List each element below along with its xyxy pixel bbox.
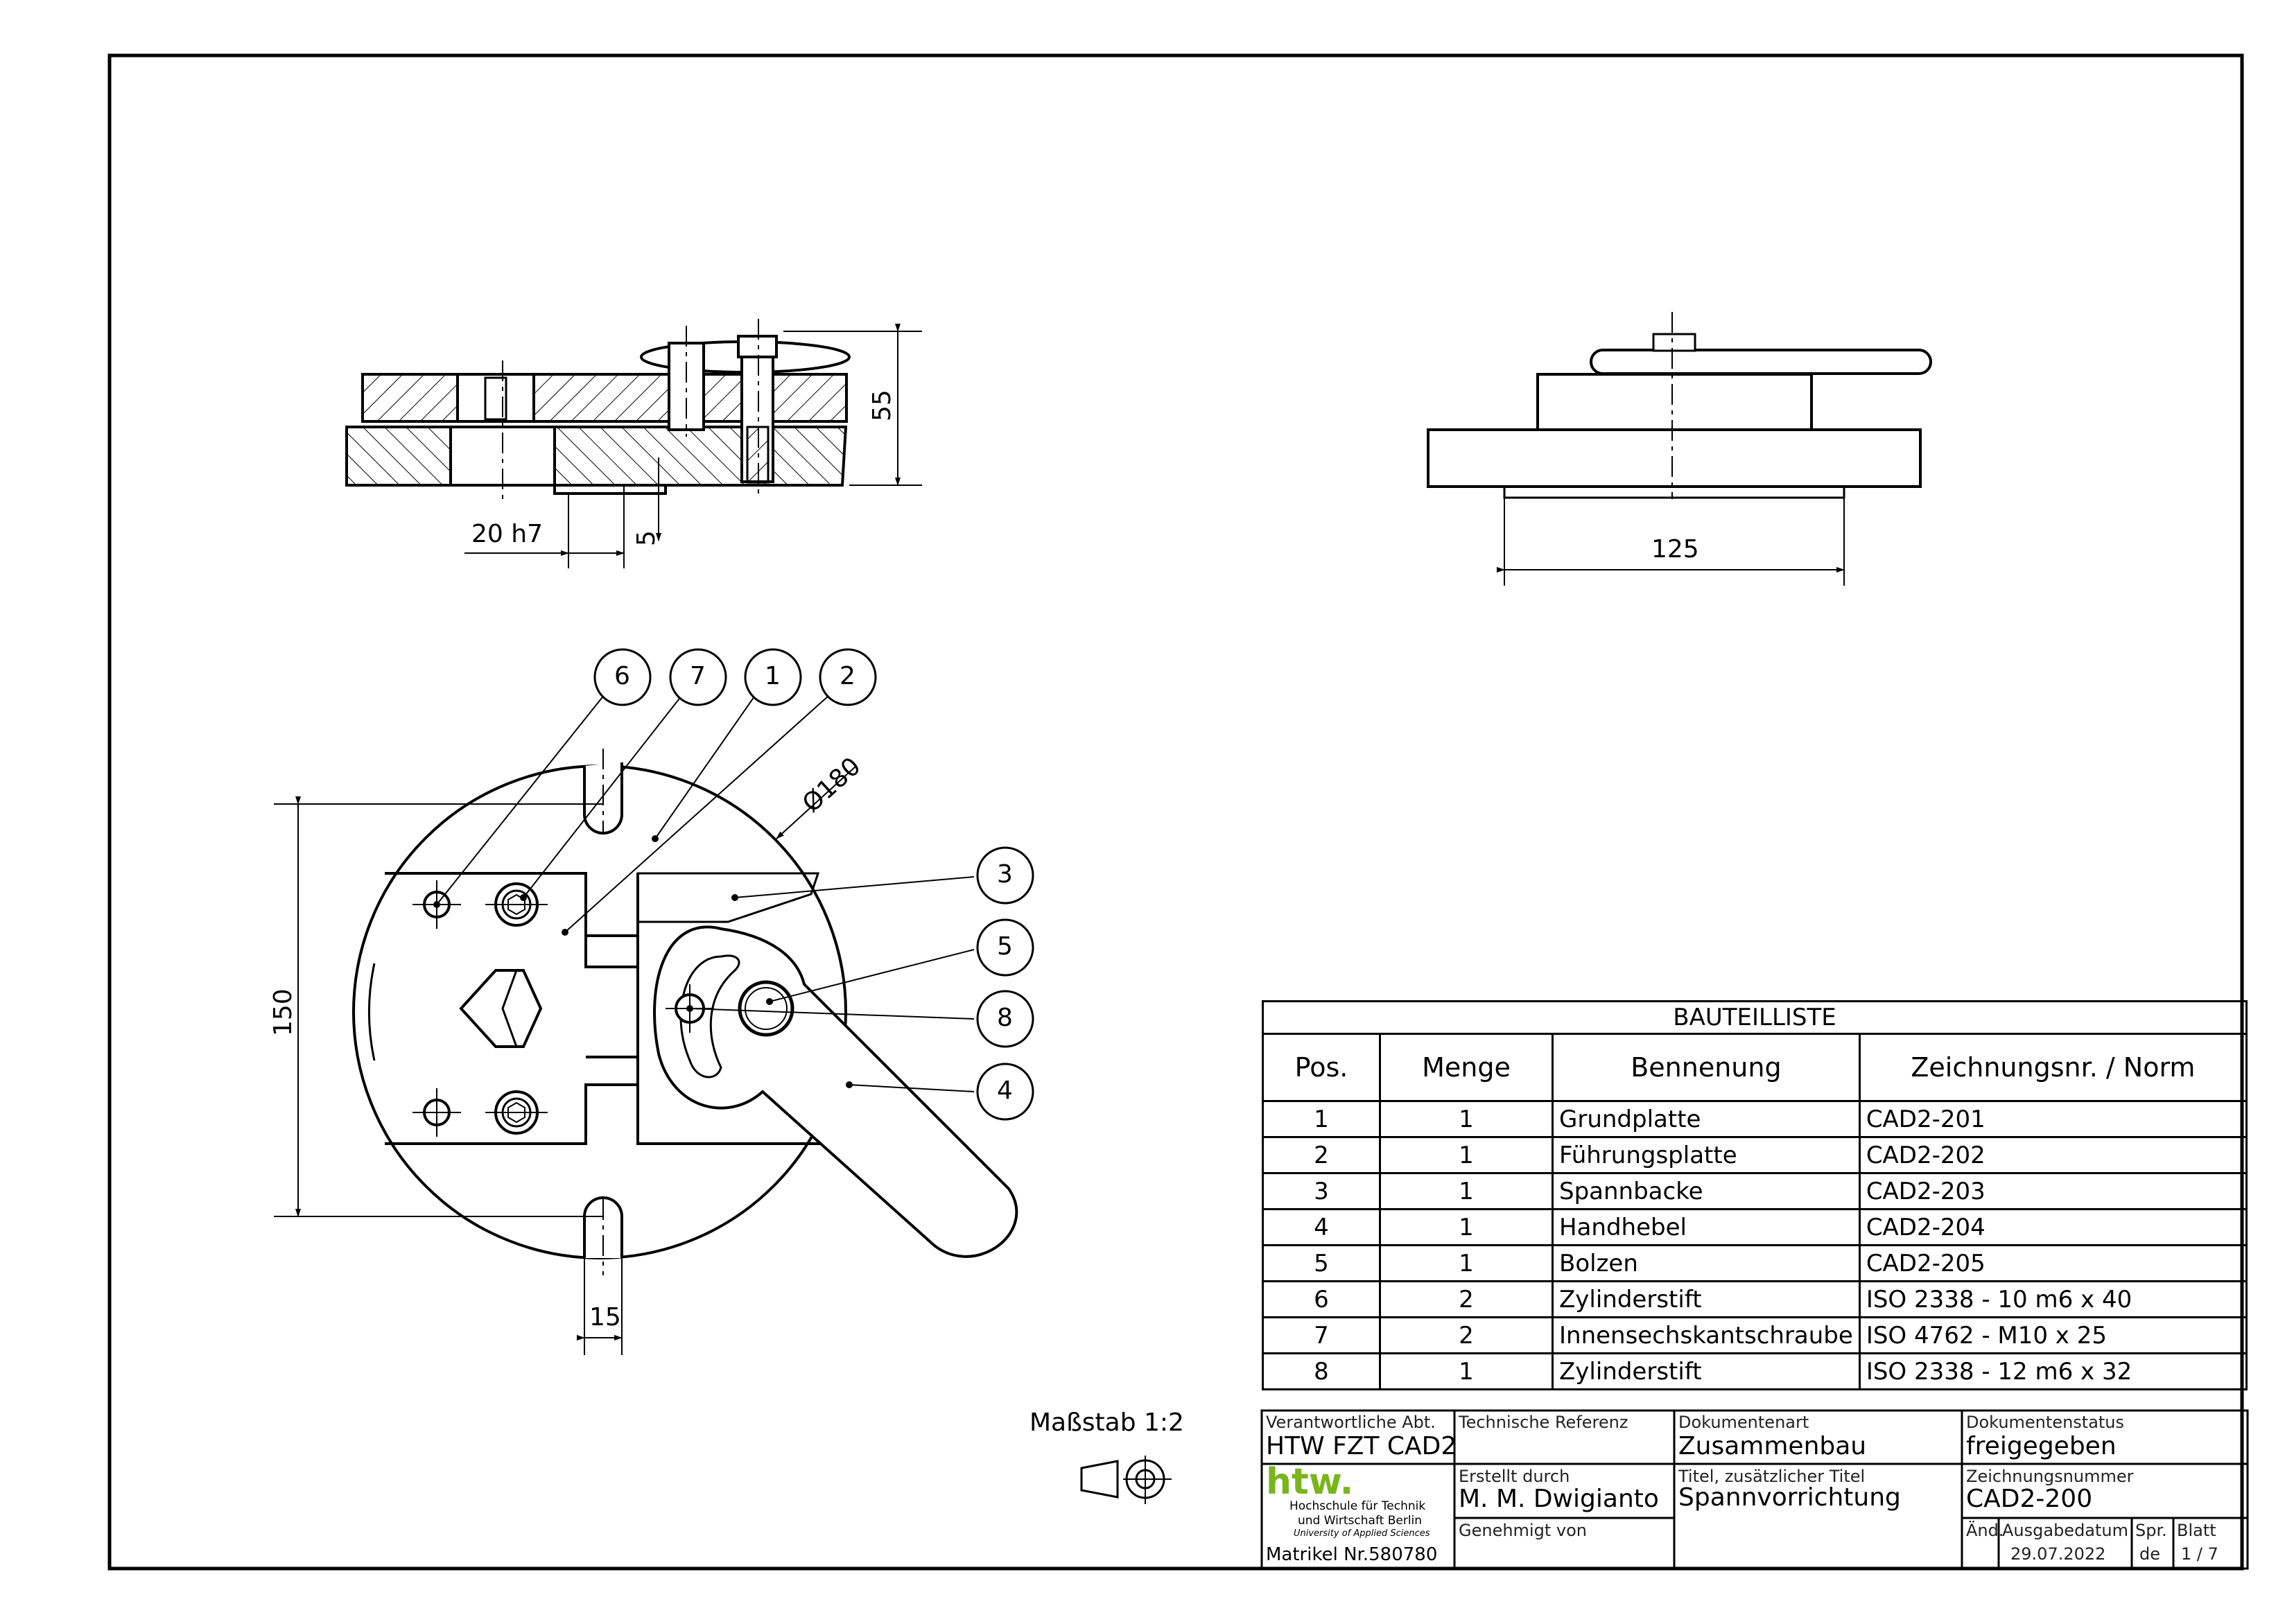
title-block-lines: [1260, 1409, 2249, 1570]
approved-label: Genehmigt von: [1459, 1521, 1587, 1540]
lang-label: Spr.: [2135, 1521, 2167, 1540]
dim-55: 55: [868, 390, 896, 421]
bom-qty: 1: [1379, 1352, 1554, 1390]
issue-date-value: 29.07.2022: [2010, 1544, 2106, 1564]
balloon-number: 4: [997, 1076, 1013, 1105]
bom-header-qty: Menge: [1379, 1033, 1554, 1102]
balloon-leaders: [436, 687, 975, 1092]
dim-15: 15: [589, 1303, 621, 1331]
balloon-number: 2: [840, 662, 855, 690]
uni-line2: und Wirtschaft Berlin: [1298, 1514, 1423, 1528]
title-label: Titel, zusätzlicher Titel: [1678, 1467, 1866, 1486]
dept-value: HTW FZT CAD2: [1266, 1432, 1457, 1460]
bom-qty: 1: [1379, 1208, 1554, 1246]
sheet-value: 1 / 7: [2181, 1544, 2218, 1564]
bom-qty: 1: [1379, 1136, 1554, 1174]
issue-date-label: Ausgabedatum: [2002, 1521, 2129, 1540]
bom-name: Innensechskantschraube: [1552, 1316, 1861, 1354]
bom-pos: 5: [1262, 1244, 1381, 1282]
doc-type-label: Dokumentenart: [1678, 1413, 1809, 1432]
balloon-circles: [593, 648, 1034, 1121]
bom-name: Zylinderstift: [1552, 1280, 1861, 1318]
bom-header-name: Bennenung: [1552, 1033, 1861, 1102]
bom-pos: 4: [1262, 1208, 1381, 1246]
bom-pos: 8: [1262, 1352, 1381, 1390]
uni-line1: Hochschule für Technik: [1289, 1499, 1426, 1513]
bom-table: BAUTEILLISTE Pos. Menge Bennenung Zeichn…: [1262, 1000, 2248, 1390]
bom-drawing-no: ISO 2338 - 12 m6 x 32: [1858, 1352, 2248, 1390]
drawing-no-label: Zeichnungsnummer: [1966, 1467, 2134, 1486]
dept-label: Verantwortliche Abt.: [1266, 1413, 1436, 1432]
front-section-view: [345, 319, 922, 568]
leader-dots: [433, 835, 853, 1088]
bom-qty: 2: [1379, 1316, 1554, 1354]
bom-pos: 1: [1262, 1100, 1381, 1138]
bom-header-drawing: Zeichnungsnr. / Norm: [1858, 1033, 2248, 1102]
top-view: [274, 749, 1018, 1355]
dim-20h7: 20 h7: [471, 520, 543, 548]
balloon-number: 7: [690, 662, 706, 690]
bom-drawing-no: CAD2-203: [1858, 1172, 2248, 1210]
bom-qty: 1: [1379, 1244, 1554, 1282]
side-view: [1427, 312, 1932, 586]
htw-logo: htw.: [1266, 1461, 1354, 1503]
tech-ref-label: Technische Referenz: [1459, 1413, 1628, 1432]
scale-label: Maßstab 1:2: [1029, 1408, 1184, 1437]
dim-125: 125: [1651, 535, 1699, 564]
bom-name: Führungsplatte: [1552, 1136, 1861, 1174]
matrikel: Matrikel Nr.580780: [1266, 1544, 1438, 1565]
bom-name: Bolzen: [1552, 1244, 1861, 1282]
bom-pos: 7: [1262, 1316, 1381, 1354]
balloon-number: 6: [614, 662, 630, 690]
sheet-label: Blatt: [2177, 1521, 2216, 1540]
projection-symbol: [1080, 1456, 1172, 1504]
lang-value: de: [2139, 1544, 2160, 1564]
balloon-number: 5: [997, 932, 1013, 961]
bom-pos: 2: [1262, 1136, 1381, 1174]
bom-drawing-no: CAD2-201: [1858, 1100, 2248, 1138]
rev-label: Änd.: [1966, 1521, 2004, 1540]
balloon-number: 8: [997, 1004, 1013, 1032]
uni-line3: University of Applied Sciences: [1294, 1528, 1430, 1539]
bom-qty: 1: [1379, 1172, 1554, 1210]
bom-header-pos: Pos.: [1262, 1033, 1381, 1102]
bom-name: Handhebel: [1552, 1208, 1861, 1246]
bom-drawing-no: ISO 4762 - M10 x 25: [1858, 1316, 2248, 1354]
doc-status-value: freigegeben: [1966, 1432, 2117, 1460]
bom-name: Spannbacke: [1552, 1172, 1861, 1210]
balloon-number: 1: [765, 662, 781, 690]
drawing-no-value: CAD2-200: [1966, 1485, 2093, 1513]
bom-qty: 1: [1379, 1100, 1554, 1138]
sheet-frame: [107, 53, 2244, 1571]
bom-drawing-no: ISO 2338 - 10 m6 x 40: [1858, 1280, 2248, 1318]
dim-150: 150: [269, 988, 297, 1036]
bom-drawing-no: CAD2-204: [1858, 1208, 2248, 1246]
bom-drawing-no: CAD2-202: [1858, 1136, 2248, 1174]
bom-pos: 3: [1262, 1172, 1381, 1210]
dim-5: 5: [632, 530, 661, 546]
doc-status-label: Dokumentenstatus: [1966, 1413, 2125, 1432]
bom-pos: 6: [1262, 1280, 1381, 1318]
created-label: Erstellt durch: [1459, 1467, 1570, 1486]
created-value: M. M. Dwigianto: [1459, 1485, 1659, 1513]
bom-title: BAUTEILLISTE: [1262, 1000, 2248, 1035]
bom-drawing-no: CAD2-205: [1858, 1244, 2248, 1282]
bom-qty: 2: [1379, 1280, 1554, 1318]
title-value: Spannvorrichtung: [1678, 1483, 1901, 1512]
bom-name: Grundplatte: [1552, 1100, 1861, 1138]
bom-name: Zylinderstift: [1552, 1352, 1861, 1390]
doc-type-value: Zusammenbau: [1678, 1432, 1867, 1460]
balloon-number: 3: [997, 860, 1013, 889]
